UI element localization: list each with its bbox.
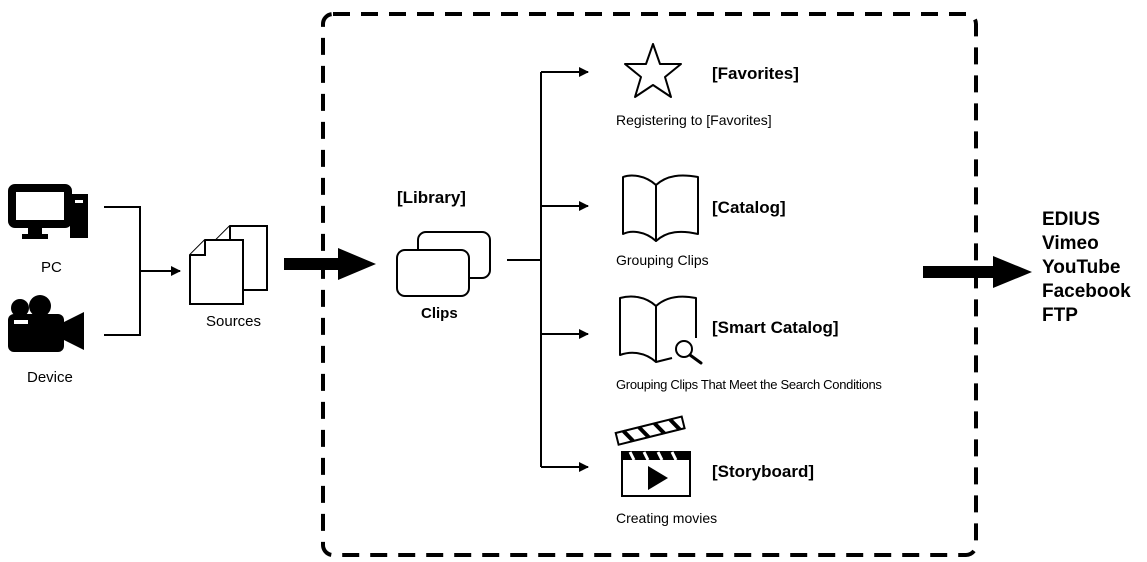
- smart-catalog-title: [Smart Catalog]: [712, 318, 839, 337]
- clips-label: Clips: [421, 305, 458, 322]
- clapperboard-icon: [614, 415, 691, 497]
- destination-list: EDIUS Vimeo YouTube Facebook FTP: [1042, 208, 1131, 328]
- sources-bracket: [104, 206, 181, 336]
- library-title: [Library]: [397, 188, 466, 207]
- destination-edius: EDIUS: [1042, 209, 1101, 230]
- storyboard-title: [Storyboard]: [712, 462, 814, 481]
- catalog-title: [Catalog]: [712, 198, 786, 217]
- open-book-icon: [622, 174, 699, 242]
- camcorder-icon: [8, 295, 84, 352]
- import-arrow: [284, 248, 376, 280]
- documents-icon: [189, 225, 268, 305]
- destination-youtube: YouTube: [1042, 257, 1121, 278]
- book-search-icon: [619, 295, 703, 365]
- destination-ftp: FTP: [1042, 305, 1078, 326]
- catalog-description: Grouping Clips: [616, 252, 709, 268]
- branch-tree: [507, 67, 589, 472]
- favorites-description: Registering to [Favorites]: [616, 112, 772, 128]
- library-boundary: [321, 12, 978, 557]
- sources-label: Sources: [206, 313, 262, 330]
- favorites-title: [Favorites]: [712, 64, 799, 83]
- star-icon: [624, 43, 682, 98]
- device-label: Device: [27, 369, 73, 386]
- pc-icon: [8, 184, 88, 239]
- clips-icon: [396, 231, 491, 297]
- destination-vimeo: Vimeo: [1042, 233, 1099, 254]
- destination-facebook: Facebook: [1042, 281, 1131, 302]
- export-arrow: [923, 256, 1032, 288]
- storyboard-description: Creating movies: [616, 510, 718, 526]
- smart-catalog-description: Grouping Clips That Meet the Search Cond…: [616, 377, 882, 392]
- pc-label: PC: [41, 259, 62, 276]
